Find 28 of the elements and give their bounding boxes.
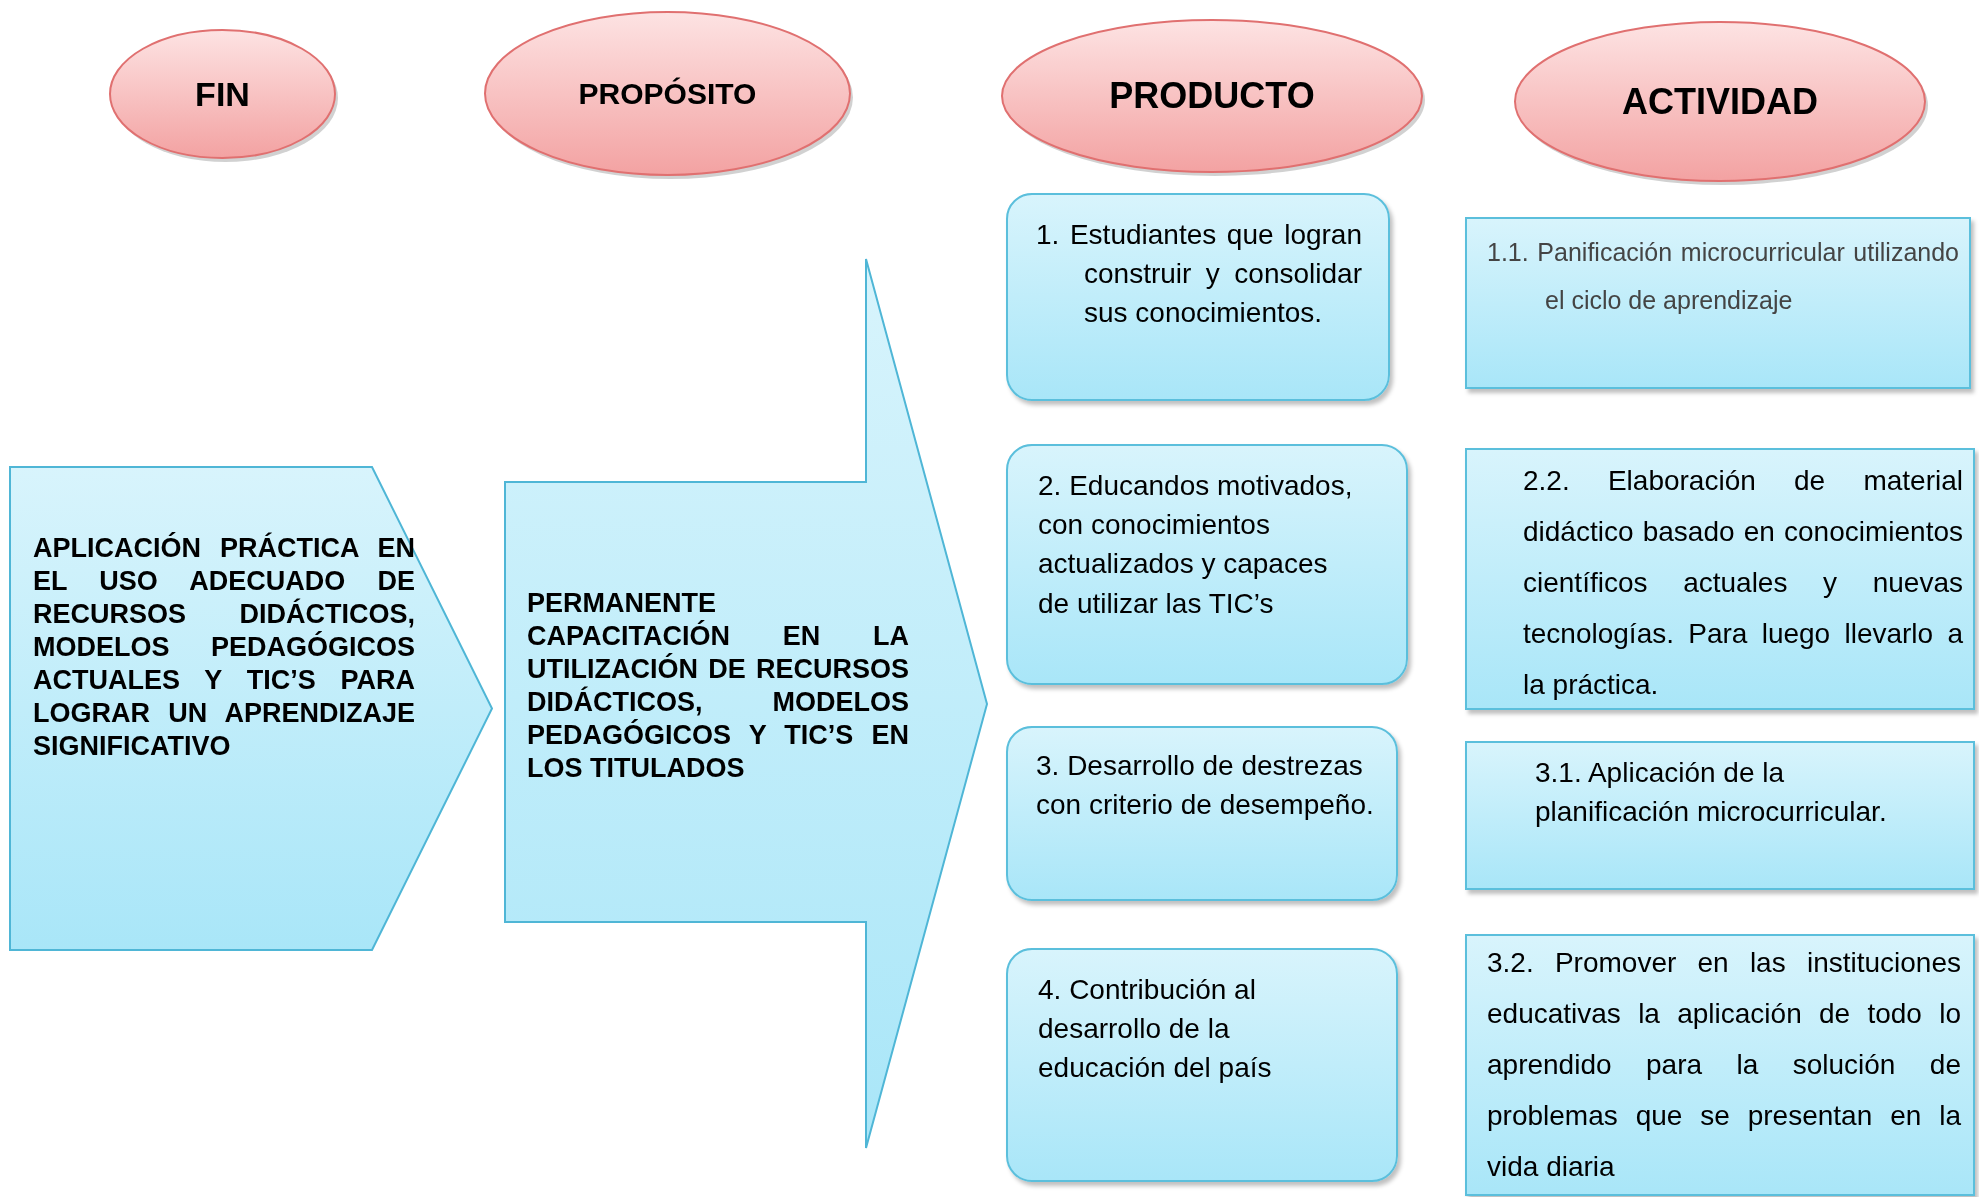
- activity-card: [1465, 217, 1971, 389]
- product-text: 3. Desarrollo de destrezas con criterio de desempeño.: [1036, 749, 1375, 823]
- column-heading: FIN: [194, 73, 251, 115]
- header-ellipse: [483, 10, 852, 177]
- product-text: 1. Estudiantes que logran construir y consolidar sus conocimientos.: [1036, 218, 1362, 331]
- column-heading: ACTIVIDAD: [1621, 79, 1819, 124]
- activity-card: [1465, 741, 1975, 890]
- column-heading: PROPÓSITO: [577, 75, 758, 112]
- product-card: [1006, 726, 1398, 901]
- header-ellipse: [1513, 20, 1927, 183]
- product-text: 2. Educandos motivados, con conocimientos actualizados y capaces de utilizar las TIC’s: [1038, 469, 1354, 621]
- product-card: [1006, 948, 1398, 1182]
- header-ellipse: [1000, 18, 1424, 174]
- activity-text: 2.2. Elaboración de material didáctico basado en conocimientos científicos actuales y nuevas tecnologías. Para luego llevarlo a la práctica.: [1523, 464, 1963, 702]
- product-card: [1006, 193, 1390, 401]
- statement-text: APLICACIÓN PRÁCTICA EN EL USO ADECUADO DE RECURSOS DIDÁCTICOS, MODELOS PEDAGÓGICOS ACTUALES Y TIC’S PARA LOGRAR UN APRENDIZAJE SIGNIFICATIVO: [33, 532, 415, 763]
- activity-text: 3.1. Aplicación de la planificación microcurricular.: [1535, 756, 1888, 830]
- column-heading: PRODUCTO: [1108, 74, 1316, 118]
- statement-text: PERMANENTE CAPACITACIÓN EN LA UTILIZACIÓN DE RECURSOS DIDÁCTICOS, MODELOS PEDAGÓGICOS Y TIC’S EN LOS TITULADOS: [527, 587, 909, 785]
- product-card: [1006, 444, 1408, 685]
- activity-text: 3.2. Promover en las instituciones educativas la aplicación de todo lo aprendido para la solución de problemas que se presentan en la vida diaria: [1487, 946, 1961, 1184]
- activity-card: [1465, 448, 1975, 710]
- product-text: 4. Contribución al desarrollo de la educación del país: [1038, 973, 1273, 1086]
- block-arrow-shape: [505, 259, 987, 1148]
- chevron-shape: [10, 467, 492, 950]
- header-ellipse: [108, 28, 337, 160]
- activity-card: [1465, 934, 1975, 1196]
- activity-text: 1.1. Panificación microcurricular utilizando el ciclo de aprendizaje: [1487, 237, 1959, 316]
